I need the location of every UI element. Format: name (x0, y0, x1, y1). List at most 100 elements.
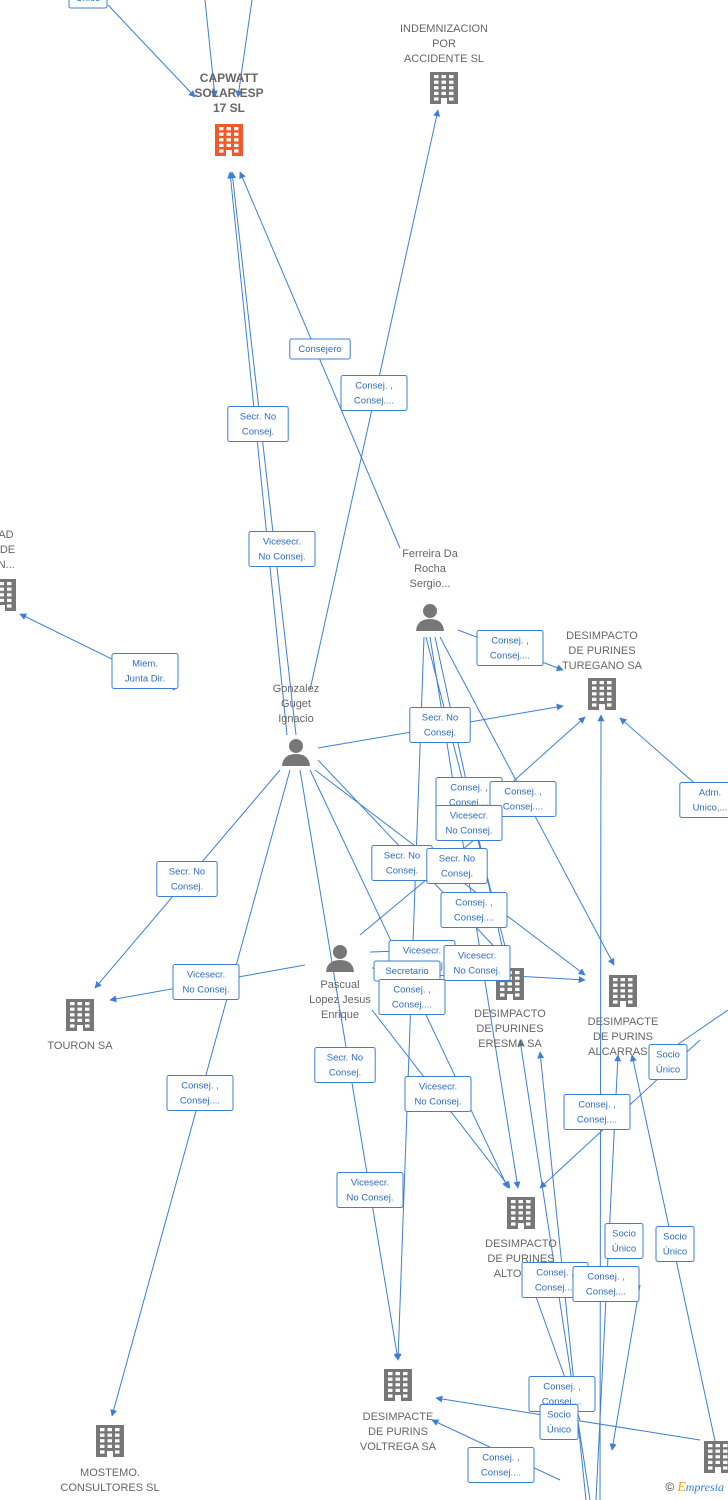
edge-line (229, 171, 297, 736)
node-label-line: ACCIDENTE SL (404, 53, 484, 65)
edge-label-top-unico[interactable]: Único (68, 0, 108, 9)
edge-label-text: Consej. (329, 1068, 361, 1079)
node-label-line: VOLTREGA SA (360, 1441, 437, 1453)
edge-label-text: Consej. , (450, 783, 488, 794)
node-label-line: TOURON SA (47, 1040, 113, 1052)
node-label-line: DE PURINES (476, 1023, 543, 1035)
edge-label-text: No Consej. (259, 552, 306, 563)
edge-label-consej-d[interactable]: Consej. ,Consej.... (378, 979, 446, 1015)
edge-line (619, 717, 701, 789)
edge-label-vicesecr-e[interactable]: Vicesecr. No Consej. (336, 1172, 404, 1208)
edge-label-box (426, 848, 488, 884)
edge-line (239, 171, 401, 549)
node-label-line: POR (432, 38, 456, 50)
edge-label-box (289, 338, 351, 360)
empresia-watermark: © Empresia (665, 1480, 724, 1496)
edge-label-secr-d[interactable]: Secr. No Consej. (314, 1047, 376, 1083)
edge-label-consej-indem[interactable]: Consej. ,Consej.... (340, 375, 408, 411)
edge-label-consej-i[interactable]: Consej. , Consej.... (467, 1447, 535, 1483)
node-label-line: Guget (281, 698, 311, 710)
edge-label-secretario[interactable]: Secretario (373, 960, 441, 982)
edge-label-vicesecr-touron[interactable]: Vicesecr.No Consej. (172, 964, 240, 1000)
building-icon (430, 72, 458, 104)
brand-name: mpresia (685, 1480, 724, 1494)
edge-label-text: No Consej. (454, 966, 501, 977)
edge-label-box (314, 1047, 376, 1083)
copyright-symbol: © (665, 1480, 675, 1494)
node-sociedad-left[interactable]: DADR DEON... (0, 529, 16, 611)
edge-label-box (572, 1266, 640, 1302)
edge-line (227, 171, 288, 736)
edge-label-consej-a[interactable]: Consej. ,Consej.... (435, 777, 503, 813)
edge-label-consej-g[interactable]: Consej. ,Consej.... (572, 1266, 640, 1302)
edge-label-text: Vicesecr. (351, 1178, 389, 1189)
node-label-line: Pascual (320, 979, 359, 991)
node-label-line: SOLAR ESP (194, 86, 263, 100)
edge-label-text: Consej. , (181, 1081, 219, 1092)
edge-label-text: Consej. , (504, 787, 542, 798)
edge-label-consejero[interactable]: Consejero (289, 338, 351, 360)
edge-label-text: Consej. , (482, 1453, 520, 1464)
edge-label-vicesecr-c[interactable]: Vicesecr.No Consej. (443, 945, 511, 981)
building-icon (588, 678, 616, 710)
edge-label-consej-f[interactable]: Consej. ,Consej.... (521, 1262, 589, 1298)
edge-label-miem[interactable]: Miem.Junta Dir. (111, 653, 179, 689)
node-label-line: Sergio... (410, 578, 451, 590)
edge-label-box (440, 892, 508, 928)
edge-label-text: Consej.... (503, 802, 543, 813)
edge-label-vicesecr-cap[interactable]: Vicesecr.No Consej. (248, 531, 316, 567)
edge-label-text: No Consej. (446, 826, 493, 837)
edge-label-adm-unico[interactable]: Adm.Unico,... (679, 782, 728, 818)
building-icon (66, 999, 94, 1031)
edge-label-text: Consej. (424, 728, 456, 739)
edge-label-text: Único (612, 1244, 636, 1255)
edge-label-text: Secr. No (384, 851, 420, 862)
edge-label-consej-e[interactable]: Consej. ,Consej.... (563, 1094, 631, 1130)
node-touron[interactable]: TOURON SA (47, 999, 113, 1052)
edge-label-text: Consej.... (481, 1468, 521, 1479)
edge-label-text: Secr. No (422, 713, 458, 724)
edge-line (235, 0, 253, 98)
edge-label-vicesecr-d[interactable]: Vicesecr.No Consej. (404, 1076, 472, 1112)
edge-label-text: Consej. , (543, 1382, 581, 1393)
edge-label-secr-tur[interactable]: Secr. No Consej. (409, 707, 471, 743)
node-label: DADR DEON... (0, 529, 15, 571)
edge-label-text: No Consej. (347, 1193, 394, 1204)
edge-label-text: Unico,... (693, 803, 728, 814)
edge-label-text: Secr. No (327, 1053, 363, 1064)
edge-label-ferreira-tur[interactable]: Consej. ,Consej.... (476, 630, 544, 666)
edge-label-text: Miem. (132, 659, 158, 670)
edge-label-text: Consej.... (180, 1096, 220, 1107)
node-label-line: Ignacio (278, 713, 313, 725)
edge-line (204, 0, 218, 98)
node-mostemo[interactable]: MOSTEMO.CONSULTORES SL (60, 1425, 160, 1494)
node-label-line: DESIMPACTE (588, 1016, 659, 1028)
edge-label-vicesecr-a[interactable]: Vicesecr.No Consej. (435, 805, 503, 841)
edge-label-consej-c[interactable]: Consej. ,Consej.... (440, 892, 508, 928)
edge-label-text: Consej.... (392, 1000, 432, 1011)
edge-label-text: Consej.... (586, 1287, 626, 1298)
edge-label-consej-b[interactable]: Consej. , Consej.... (489, 781, 557, 817)
node-bottom-right[interactable] (704, 1441, 728, 1473)
edge-label-consej-mostemo[interactable]: Consej. , Consej.... (166, 1075, 234, 1111)
node-label-line: ALCARRAS S (588, 1046, 658, 1058)
